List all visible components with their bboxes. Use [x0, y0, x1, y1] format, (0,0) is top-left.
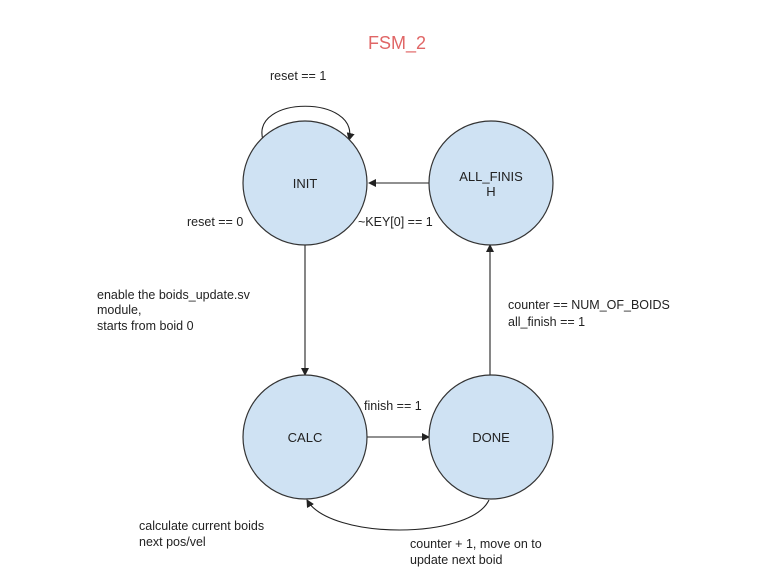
- label-done-to-all-finish-line1: counter == NUM_OF_BOIDS: [508, 298, 670, 312]
- note-init-to-calc-line1: enable the boids_update.sv: [97, 288, 251, 302]
- state-init: [242, 120, 368, 246]
- state-init-label: INIT: [293, 176, 318, 191]
- state-calc: [242, 374, 368, 500]
- edge-init-self-loop: [261, 105, 355, 141]
- label-done-to-all-finish-line2: all_finish == 1: [508, 315, 585, 329]
- state-calc-label: CALC: [288, 430, 323, 445]
- label-done-to-calc-line2: update next boid: [410, 553, 502, 567]
- label-init-self: reset == 1: [270, 69, 326, 83]
- state-done: [428, 374, 554, 500]
- diagram-title: FSM_2: [368, 33, 426, 54]
- label-all-finish-to-init: ~KEY[0] == 1: [358, 215, 433, 229]
- label-init-to-calc: reset == 0: [187, 215, 243, 229]
- label-done-to-calc-line1: counter + 1, move on to: [410, 537, 542, 551]
- state-all-finish-label-line1: ALL_FINIS: [459, 169, 523, 184]
- state-all-finish: [428, 120, 554, 246]
- note-calc-line1: calculate current boids: [139, 519, 264, 533]
- edge-done-to-calc: [306, 499, 490, 531]
- note-init-to-calc-line2: module,: [97, 303, 141, 317]
- label-calc-to-done: finish == 1: [364, 399, 422, 413]
- state-done-label: DONE: [472, 430, 510, 445]
- note-calc-line2: next pos/vel: [139, 535, 206, 549]
- note-init-to-calc-line3: starts from boid 0: [97, 319, 194, 333]
- state-all-finish-label-line2: H: [486, 184, 495, 199]
